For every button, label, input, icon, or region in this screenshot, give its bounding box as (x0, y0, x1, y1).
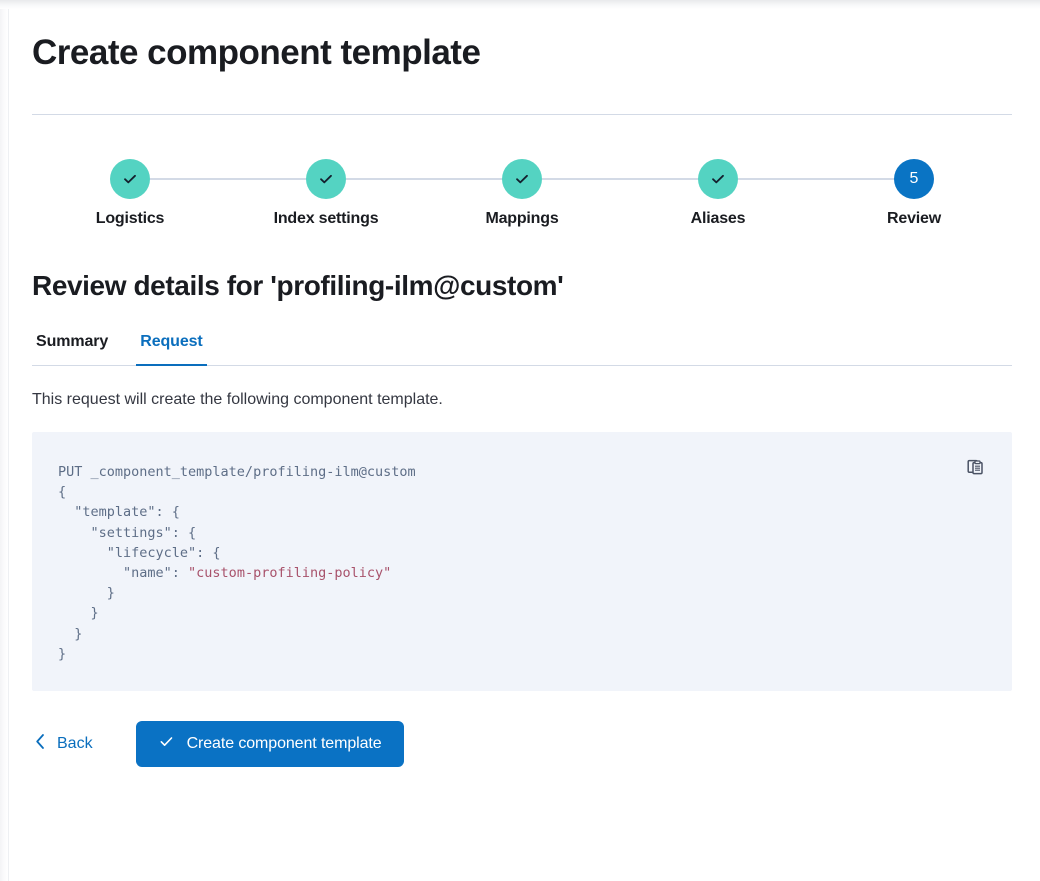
back-button-label: Back (57, 735, 93, 752)
code-method-line: PUT _component_template/profiling-ilm@cu… (58, 464, 416, 480)
code-body-before: { "template": { "settings": { "lifecycle… (58, 484, 221, 582)
wizard-actions: Back Create component template (32, 721, 1008, 767)
tab-request[interactable]: Request (136, 333, 207, 366)
step-status-circle-complete (110, 159, 150, 199)
check-icon (121, 170, 139, 188)
check-icon (317, 170, 335, 188)
check-icon (709, 170, 727, 188)
page-title: Create component template (32, 33, 481, 72)
code-string-value: "custom-profiling-policy" (188, 565, 392, 582)
clipboard-icon (966, 457, 986, 480)
stepper-steps: Logistics Index settings (32, 159, 1012, 228)
step-status-circle-complete (698, 159, 738, 199)
wizard-stepper: Logistics Index settings (32, 159, 1008, 243)
tabs-list: Summary Request (32, 333, 1012, 366)
stepper-connector-1 (150, 178, 318, 180)
stepper-step-index-settings[interactable]: Index settings (228, 159, 424, 228)
request-description: This request will create the following c… (32, 391, 443, 408)
tabs-divider (32, 365, 1012, 366)
copy-to-clipboard-button[interactable] (962, 454, 990, 482)
stepper-step-review[interactable]: 5 Review (816, 159, 1012, 228)
create-component-template-button-label: Create component template (186, 735, 382, 752)
request-code-text: PUT _component_template/profiling-ilm@cu… (32, 432, 1012, 664)
request-code-block: PUT _component_template/profiling-ilm@cu… (32, 432, 1012, 691)
step-status-circle-complete (306, 159, 346, 199)
step-status-circle-active: 5 (894, 159, 934, 199)
header-divider (32, 114, 1012, 115)
stepper-step-label: Index settings (273, 210, 379, 227)
stepper-step-label: Aliases (690, 210, 746, 227)
review-tabs: Summary Request (32, 333, 1012, 366)
step-number: 5 (909, 170, 919, 187)
stepper-step-label: Logistics (95, 210, 165, 227)
back-button[interactable]: Back (32, 729, 95, 759)
stepper-step-label: Mappings (485, 210, 559, 227)
stepper-step-mappings[interactable]: Mappings (424, 159, 620, 228)
stepper-step-logistics[interactable]: Logistics (32, 159, 228, 228)
code-body-after: } } } } (58, 585, 115, 662)
step-status-circle-complete (502, 159, 542, 199)
stepper-connector-4 (738, 178, 906, 180)
chevron-left-icon (34, 733, 47, 755)
review-section-title: Review details for 'profiling-ilm@custom… (32, 270, 564, 301)
stepper-connector-3 (542, 178, 710, 180)
check-icon (513, 170, 531, 188)
check-icon (158, 733, 175, 755)
stepper-step-aliases[interactable]: Aliases (620, 159, 816, 228)
stepper-connector-2 (346, 178, 514, 180)
tab-summary[interactable]: Summary (32, 333, 112, 366)
stepper-step-label: Review (887, 210, 941, 227)
create-component-template-button[interactable]: Create component template (135, 721, 404, 767)
